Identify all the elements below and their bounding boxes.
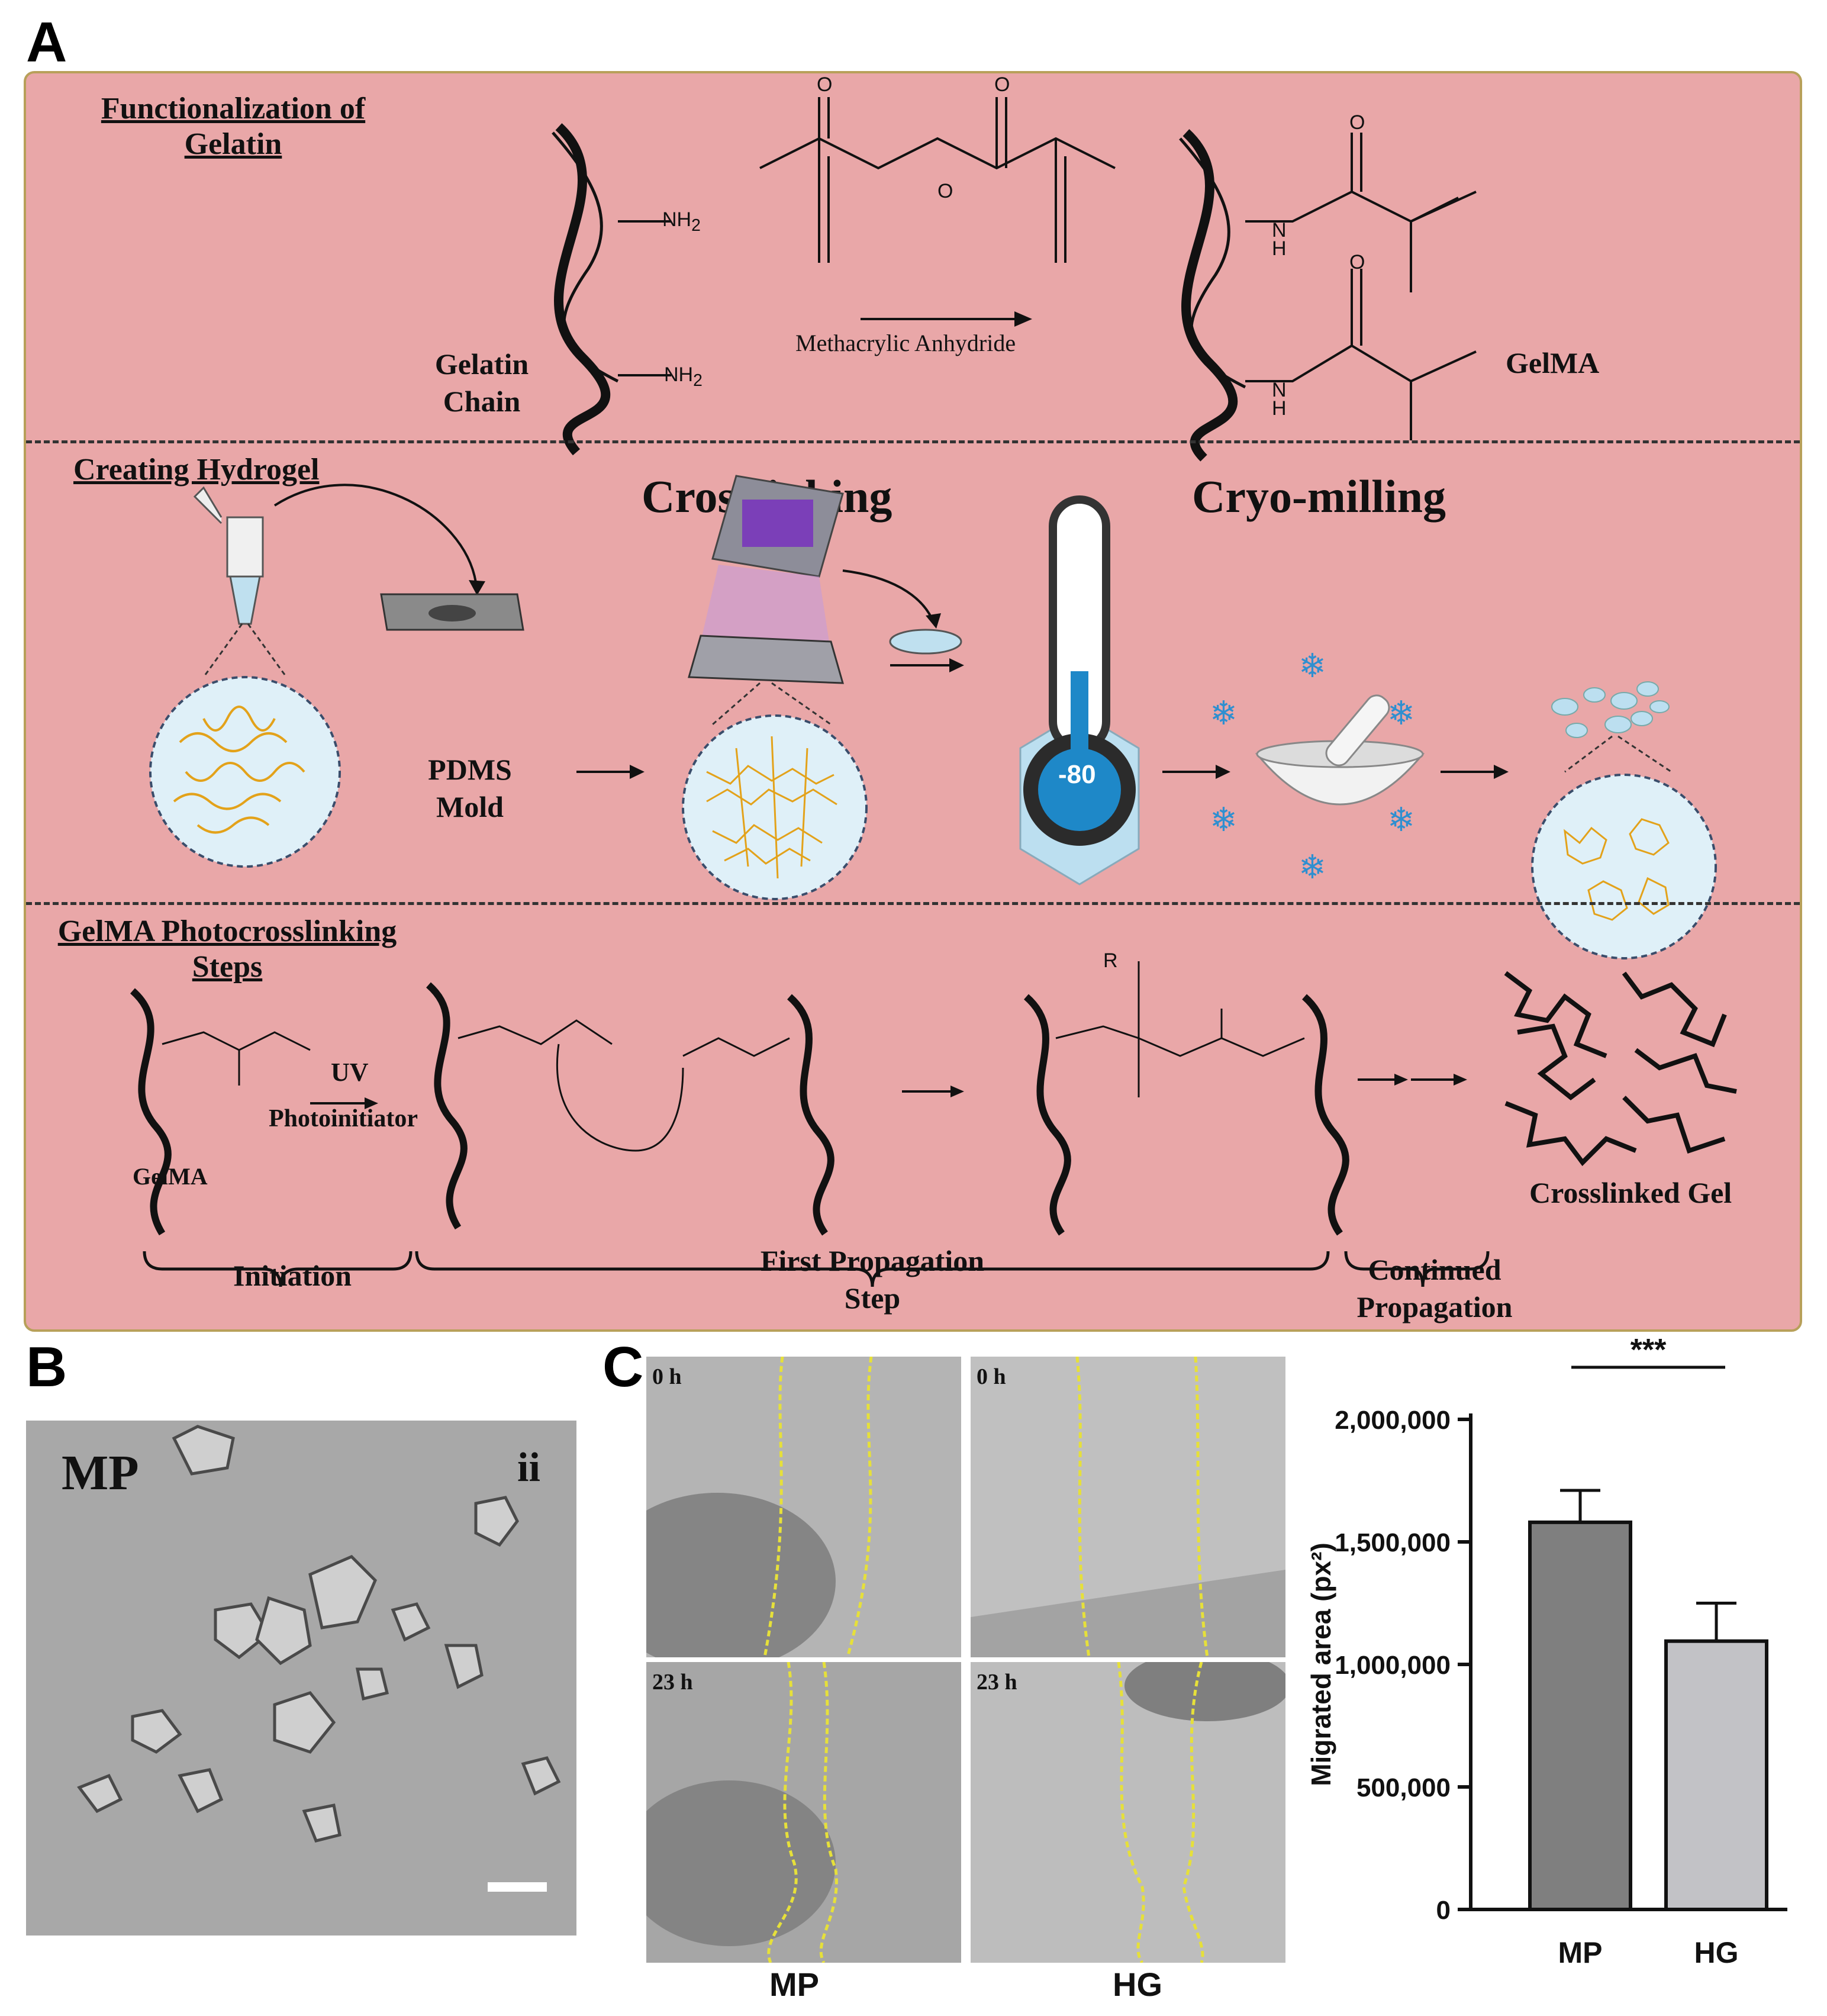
first-propagation-label: First Propagation Step: [760, 1244, 985, 1315]
uv-label: UV: [331, 1058, 369, 1087]
svg-text:❄: ❄: [1387, 801, 1415, 838]
n-text: N: [1272, 219, 1287, 241]
subpanel-label: ii: [517, 1445, 540, 1490]
nh2-text-2: NH: [664, 363, 694, 386]
temperature-label: -80: [1058, 760, 1096, 789]
time-label-hg-23h: 23 h: [977, 1670, 1017, 1695]
hydrogel-process-diagram: ❄ ❄ ❄ ❄ ❄ ❄: [149, 475, 1717, 959]
svg-text:❄: ❄: [1387, 694, 1415, 732]
migration-bar-chart: 0 500,000 1,000,000 1,500,000 2,000,000Migra…: [1306, 1338, 1787, 1969]
y-tick-label: 1,000,000: [1335, 1651, 1451, 1680]
scratch-mp-0h-image: [646, 1357, 961, 1657]
x-tick-label-mp: MP: [1558, 1936, 1603, 1969]
continued-propagation-label: Continued Propagation: [1356, 1253, 1513, 1323]
y-tick-label: 0: [1436, 1896, 1451, 1925]
significance-label: ***: [1631, 1338, 1667, 1367]
photoinitiator-label: Photoinitiator: [269, 1105, 418, 1132]
oxygen-label-3: O: [1349, 111, 1365, 134]
y-tick-label: 1,500,000: [1335, 1528, 1451, 1557]
scratch-mp-23h-image: [646, 1662, 961, 1963]
section-divider-2: [26, 902, 1800, 905]
svg-text:❄: ❄: [1210, 801, 1238, 838]
crosslinked-gel-label: Crosslinked Gel: [1529, 1176, 1732, 1209]
pdms-mold-label: PDMS Mold: [428, 753, 512, 823]
bar-hg: [1664, 1639, 1768, 1911]
scratch-image-hg-0h: 0 h: [971, 1357, 1285, 1657]
y-tick-label: 2,000,000: [1335, 1406, 1451, 1435]
scratch-image-mp-0h: 0 h: [646, 1357, 961, 1657]
section-title-hydrogel: Creating Hydrogel: [73, 453, 320, 487]
nh2-sub: 2: [691, 215, 701, 235]
time-label-mp-23h: 23 h: [652, 1670, 693, 1695]
time-label-mp-0h: 0 h: [652, 1364, 682, 1389]
svg-text:❄: ❄: [1298, 848, 1326, 885]
photocrosslinking-mechanism: [130, 961, 1737, 1287]
r-group-label: R: [1103, 949, 1118, 972]
scratch-hg-0h-image: [971, 1357, 1285, 1657]
gelma-product-label: GelMA: [1506, 346, 1600, 379]
y-tick-label: 500,000: [1356, 1773, 1451, 1802]
panel-a-schematic: Functionalization of Gelatin NH2 NH2: [24, 71, 1802, 1332]
gelatin-chemistry-diagram: [552, 97, 1477, 462]
gelatin-chain-label: Gelatin Chain: [434, 347, 529, 418]
scratch-image-mp-23h: 23 h: [646, 1662, 961, 1963]
initiation-label: Initiation: [233, 1259, 352, 1292]
panel-label-c: C: [602, 1335, 644, 1399]
micrograph-particles: [26, 1421, 576, 1936]
section-divider-1: [26, 440, 1800, 443]
nh2-label-top: NH2: [662, 208, 701, 236]
scratch-image-hg-23h: 23 h: [971, 1662, 1285, 1963]
oxygen-label-2: O: [994, 73, 1010, 96]
n-text-2: N: [1272, 379, 1287, 401]
h-text-2: H: [1272, 397, 1287, 420]
svg-text:❄: ❄: [1298, 647, 1326, 684]
nh2-sub-2: 2: [693, 371, 703, 390]
y-axis-label: Migrated area (px²): [1306, 1542, 1336, 1786]
section-title-functionalization: Functionalization of Gelatin: [101, 92, 366, 161]
sample-label: MP: [62, 1445, 139, 1500]
scratch-hg-23h-image: [971, 1662, 1285, 1963]
x-tick-label-hg: HG: [1694, 1936, 1739, 1969]
oxygen-label-bridge: O: [937, 180, 953, 202]
cryo-milling-heading: Cryo-milling: [1192, 471, 1446, 522]
reaction-arrow-label: Methacrylic Anhydride: [795, 330, 1016, 356]
h-text: H: [1272, 237, 1287, 260]
gelma-label: GelMA: [133, 1163, 208, 1190]
mp-micrograph: MP ii: [26, 1421, 576, 1936]
panel-label-a: A: [26, 11, 67, 74]
panel-label-b: B: [26, 1335, 67, 1399]
column-label-hg: HG: [1113, 1966, 1162, 2003]
section-title-photocrosslinking: GelMA Photocrosslinking Steps: [57, 914, 397, 984]
time-label-hg-0h: 0 h: [977, 1364, 1006, 1389]
svg-text:❄: ❄: [1210, 694, 1238, 732]
oxygen-label-4: O: [1349, 251, 1365, 273]
nh2-text: NH: [662, 208, 692, 231]
column-label-mp: MP: [769, 1966, 819, 2003]
bar-mp: [1528, 1520, 1632, 1911]
nh2-label-bottom: NH2: [664, 363, 703, 391]
oxygen-label-1: O: [817, 73, 833, 96]
